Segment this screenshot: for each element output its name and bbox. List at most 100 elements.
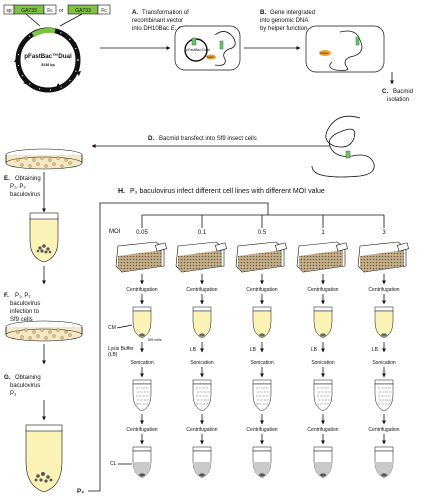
moi-column: 0.5CentrifugationLBSonicationCentrifugat… [235,215,287,479]
helper-label-2: helper [321,51,329,55]
step-e-line3: baculovirus [10,192,40,198]
plasmid-size: 5238 bp [41,63,55,67]
step-f-line4: Sf9 cells [10,317,33,323]
step-f: F. P₁, P₂ baculovirus infection to Sf9 c… [4,292,40,323]
step-e-letter: E. [4,175,10,182]
centrifugation-label-2: Centrifugation [368,427,399,433]
step-f-line2: baculovirus [10,301,40,307]
step-c-letter: C. [382,88,388,95]
moi-value: 0.5 [258,230,267,236]
lysis-buffer-abbr: (LB) [108,352,118,358]
moi-column: 0.1CentrifugationLBSonicationCentrifugat… [175,215,227,479]
cm-label: CM [108,325,116,331]
p3-label: P₃ [77,488,84,495]
step-d-text: Bacmid transfect into Sf9 insect cells [159,136,257,142]
lb-label: LB [250,347,257,353]
sf9-cells-label: Sf9 cells [148,338,162,342]
culture-flask [235,241,287,273]
step-g-line1: Obtaining [15,375,41,381]
lb-label: LB [311,347,318,353]
centrifugation-label-2: Centrifugation [246,427,277,433]
step-d-letter: D. [148,135,154,142]
plasmid-map: pFastBac™Dual 5238 bp [14,27,81,93]
step-b-letter: B. [260,9,266,16]
sonication-label: Sonication [250,360,274,366]
centrifugation-label-2: Centrifugation [307,427,338,433]
culture-flask [175,241,227,273]
construct-tags: sp GA733 Fc or GA733 Fc [3,4,111,27]
centrifuge-tube [313,306,333,339]
step-e-line2: P₁, P₂ [10,184,26,190]
step-g-line2: baculovirus [10,383,40,389]
moi-value: 0.1 [198,230,207,236]
step-h-text: P₃ baculovirus infect different cell lin… [130,188,325,195]
sonication-label: Sonication [311,360,335,366]
centrifugation-label-2: Centrifugation [126,427,157,433]
lysis-buffer-label: Lysis Buffer [108,346,134,352]
step-b-line3: by helper function [260,26,307,32]
centrifugation-label: Centrifugation [126,287,157,293]
centrifugation-label-2: Centrifugation [186,427,217,433]
cell-lysate-tube [313,446,333,479]
plasmid-name: pFastBac™Dual [24,53,72,60]
step-b: B. Gene intergrated into genomic DNA by … [244,9,315,50]
step-c-line1: Bacmid [393,89,413,95]
step-d: D. Bacmid transfect into Sf9 insect cell… [91,135,330,148]
cell-lysate-tube [252,446,272,479]
fc-tag-alt: Fc [101,8,107,14]
centrifuge-tube [132,306,152,339]
step-e-line1: Obtaining [15,176,41,182]
step-g-letter: G. [4,374,11,381]
centrifugation-label: Centrifugation [307,287,338,293]
step-f-line1: P₁, P₂ [15,293,31,299]
sonication-label: Sonication [130,360,154,366]
step-f-letter: F. [4,292,9,299]
centrifuge-tube-p3 [25,424,63,493]
lb-label: LB [372,347,379,353]
lysate-tube [192,379,212,412]
cell-lysate-tube [132,446,152,479]
bacmid-dna [311,115,375,178]
moi-column: 1CentrifugationLBSonicationCentrifugatio… [296,215,348,479]
centrifuge-tube [192,306,212,339]
step-c: C. Bacmid isolation [382,88,413,103]
step-g: G. Obtaining baculovirus P₃ [4,374,46,421]
step-h: H. P₃ baculovirus infect different cell … [77,188,384,495]
moi-label: MOI [109,229,121,235]
step-a-line2: recombinant vector [132,18,183,24]
sf9-culture-dish [5,148,83,170]
sonication-label: Sonication [372,360,396,366]
gene-tag: GA733 [21,8,37,14]
centrifugation-label: Centrifugation [186,287,217,293]
centrifuge-tube-p1p2 [29,212,59,285]
step-f-line3: infection to [10,309,40,315]
culture-flask [115,241,167,273]
step-a-line1: Transformation of [142,10,189,16]
p3-connector-line [88,202,269,492]
lysate-tube [252,379,272,412]
gene-tag-alt: GA733 [75,8,91,14]
centrifuge-tube [374,306,394,339]
cell-lysate-tube [374,446,394,479]
lysate-tube [132,379,152,412]
step-c-line2: isolation [387,97,409,103]
lysate-tube [313,379,333,412]
moi-value: 3 [382,230,386,236]
lb-label: LB [190,347,197,353]
centrifuge-tube [252,306,272,339]
culture-flask [357,241,409,273]
lysate-tube [374,379,394,412]
fc-tag: Fc [47,8,53,14]
or-word: or [59,8,64,14]
step-b-line2: into genomic DNA [260,18,308,24]
centrifugation-label: Centrifugation [368,287,399,293]
sf9-culture-dish-2 [5,320,83,365]
step-h-letter: H. [118,188,125,195]
plasmid-segment-arrows [14,42,81,88]
step-b-line1: Gene intergrated [270,10,315,16]
sp-tag: sp [6,8,12,14]
cell-lysate-tube [192,446,212,479]
sonication-label: Sonication [190,360,214,366]
